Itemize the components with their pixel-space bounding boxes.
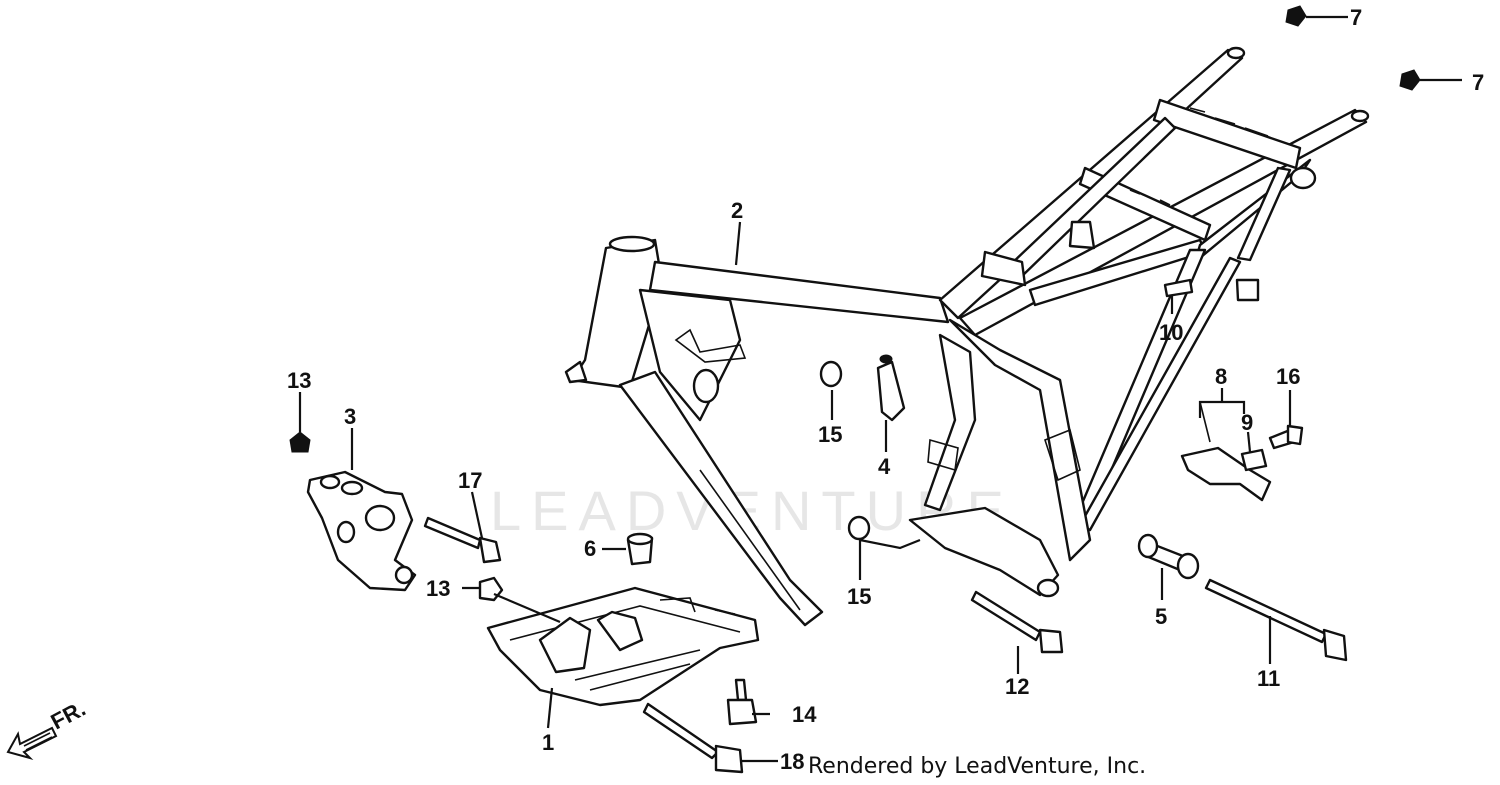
label-5: 5	[1155, 604, 1167, 629]
label-13-lower: 13	[426, 576, 450, 601]
render-credit: Rendered by LeadVenture, Inc.	[808, 754, 1147, 779]
label-1: 1	[542, 730, 554, 755]
label-10: 10	[1159, 320, 1183, 345]
label-6: 6	[584, 536, 596, 561]
part-15-washer-upper	[819, 360, 843, 388]
label-18: 18	[780, 749, 804, 774]
label-4: 4	[878, 454, 891, 479]
label-12: 12	[1005, 674, 1029, 699]
part-6-rubber	[626, 532, 654, 566]
label-15-lower: 15	[847, 584, 871, 609]
label-13-upper: 13	[287, 368, 311, 393]
label-14: 14	[792, 702, 817, 727]
part-12-bolt	[970, 590, 1064, 654]
part-18-bolt	[642, 702, 744, 774]
part-7-nut-upper	[1285, 5, 1307, 27]
part-4-bracket	[876, 354, 906, 422]
front-direction-arrow-icon: FR.	[6, 696, 90, 760]
part-11-bolt	[1204, 578, 1348, 662]
part-16-bolt	[1268, 424, 1304, 450]
label-15-upper: 15	[818, 422, 842, 447]
label-16: 16	[1276, 364, 1300, 389]
part-5-collar	[1137, 533, 1200, 580]
part-3-engine-hanger	[306, 470, 417, 592]
part-1-skid-plate	[486, 586, 760, 707]
label-11: 11	[1257, 666, 1280, 691]
label-9: 9	[1241, 410, 1253, 435]
part-17-bolt	[423, 516, 502, 564]
part-13-nut-upper	[289, 431, 311, 453]
label-17: 17	[458, 468, 482, 493]
part-10-block	[1163, 278, 1194, 298]
part-14-bolt	[726, 678, 758, 726]
label-7-lower: 7	[1472, 70, 1484, 95]
main-frame	[564, 46, 1370, 627]
label-3: 3	[344, 404, 356, 429]
label-2: 2	[731, 198, 743, 223]
part-9-bolt	[1240, 448, 1268, 472]
leader-lines	[298, 15, 1462, 763]
part-8-bracket	[1180, 401, 1272, 502]
label-8: 8	[1215, 364, 1227, 389]
label-7-upper: 7	[1350, 5, 1362, 30]
part-7-nut-lower	[1399, 69, 1421, 91]
part-15-washer-lower	[847, 515, 871, 541]
